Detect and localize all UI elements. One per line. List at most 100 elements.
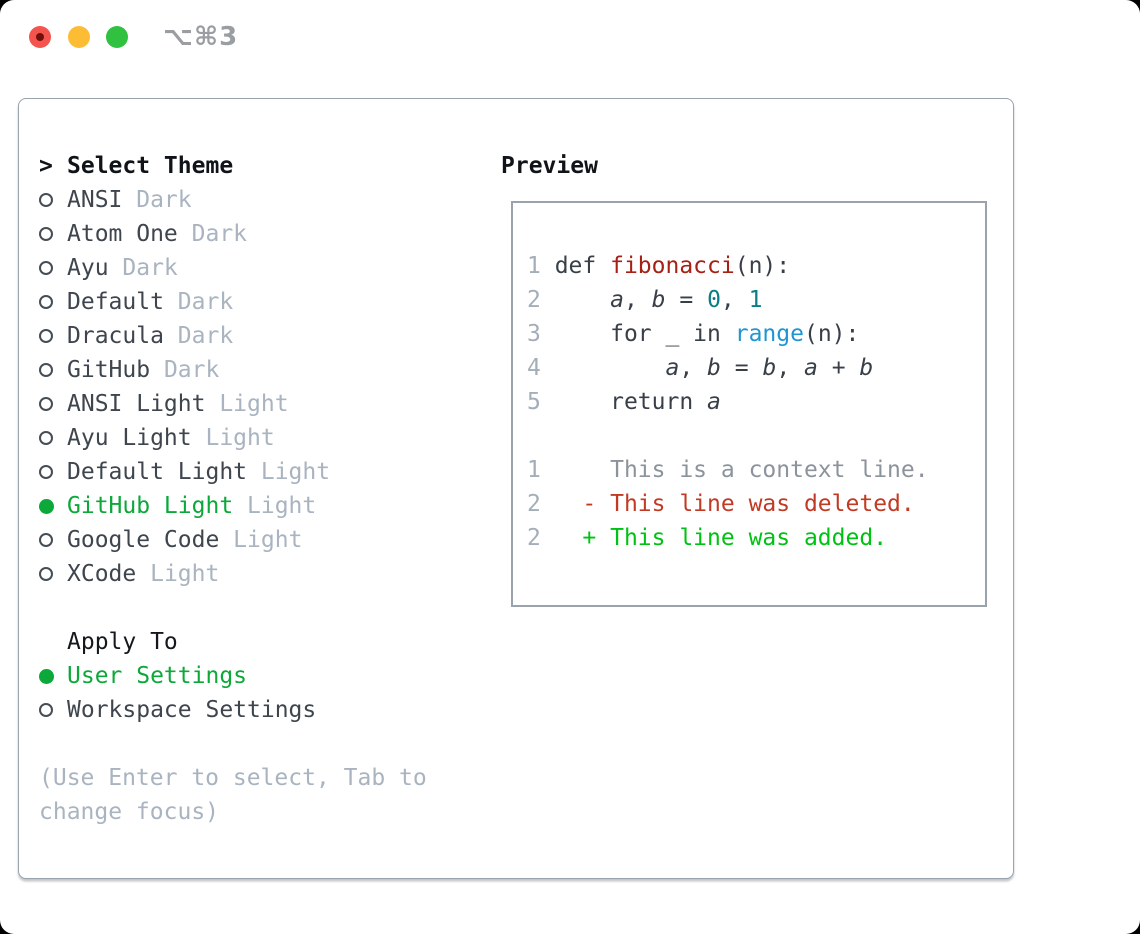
hint-line-2: change focus) (39, 799, 220, 825)
code-segment-num: 0 (707, 287, 721, 313)
code-segment-var: b (859, 355, 874, 381)
radio-unselected-icon (39, 397, 53, 411)
theme-option-dracula[interactable]: Dracula Dark (39, 319, 427, 353)
theme-name: XCode (67, 561, 137, 587)
code-segment-fn: fibonacci (610, 253, 735, 279)
theme-name: Ayu (67, 255, 109, 281)
radio-unselected-icon (39, 193, 53, 207)
code-segment-add: + This line was added. (554, 525, 888, 551)
theme-option-default-light[interactable]: Default Light Light (39, 455, 427, 489)
theme-option-github-light[interactable]: GitHub Light Light (39, 489, 427, 523)
code-segment-var: a (665, 355, 680, 381)
theme-name: GitHub Light (67, 493, 234, 519)
radio-unselected-icon (39, 295, 53, 309)
theme-name: Atom One (67, 221, 178, 247)
code-line: 1 def fibonacci(n): (527, 249, 929, 283)
theme-variant: Light (247, 459, 331, 485)
theme-option-github[interactable]: GitHub Dark (39, 353, 427, 387)
code-line: 1 This is a context line. (527, 453, 929, 487)
theme-name: GitHub (67, 357, 151, 383)
minimize-button[interactable] (68, 26, 90, 48)
unsaved-dot-icon (36, 33, 44, 41)
select-theme-header: >Select Theme (39, 149, 427, 183)
code-line: 2 - This line was deleted. (527, 487, 929, 521)
code-segment-call: range (734, 321, 804, 347)
titlebar: ⌥⌘3 (0, 0, 1140, 74)
line-number: 2 (527, 491, 541, 517)
theme-name: ANSI (67, 187, 123, 213)
code-segment-var: b (762, 355, 777, 381)
radio-unselected-icon (39, 533, 53, 547)
code-segment-code: = (665, 287, 708, 313)
theme-variant: Light (219, 527, 303, 553)
preview-label: Preview (501, 153, 598, 179)
theme-name: Dracula (67, 323, 164, 349)
theme-option-ayu-light[interactable]: Ayu Light Light (39, 421, 427, 455)
code-segment-del: - This line was deleted. (554, 491, 915, 517)
theme-option-ayu[interactable]: Ayu Dark (39, 251, 427, 285)
code-segment-num: 1 (748, 287, 763, 313)
apply-option-user-settings[interactable]: User Settings (39, 659, 427, 693)
theme-name: Ayu Light (67, 425, 192, 451)
code-segment-code: , (776, 355, 805, 381)
code-segment-code: + (817, 355, 860, 381)
code-segment-var: a (610, 287, 624, 313)
window-title: ⌥⌘3 (163, 22, 239, 52)
theme-option-ansi[interactable]: ANSI Dark (39, 183, 427, 217)
code-segment-code: , (720, 287, 749, 313)
theme-option-xcode[interactable]: XCode Light (39, 557, 427, 591)
code-segment-code (555, 287, 610, 313)
code-segment-var: b (707, 355, 721, 381)
code-segment-var: a (804, 355, 818, 381)
theme-option-ansi-light[interactable]: ANSI Light Light (39, 387, 427, 421)
radio-unselected-icon (39, 431, 53, 445)
code-segment-code: , (623, 287, 652, 313)
theme-variant: Dark (122, 187, 192, 213)
apply-to-header: Apply To (39, 625, 427, 659)
theme-variant: Light (205, 391, 289, 417)
theme-option-google-code[interactable]: Google Code Light (39, 523, 427, 557)
theme-name: Default Light (67, 459, 248, 485)
theme-option-atom-one[interactable]: Atom One Dark (39, 217, 427, 251)
close-button[interactable] (29, 26, 51, 48)
line-number: 2 (527, 525, 541, 551)
code-segment-code: = (720, 355, 763, 381)
radio-unselected-icon (39, 703, 53, 717)
code-line: 4 a, b = b, a + b (527, 351, 929, 385)
theme-variant: Light (136, 561, 220, 587)
zoom-button[interactable] (106, 26, 128, 48)
code-line: 5 return a (527, 385, 929, 419)
code-segment-var: b (651, 287, 666, 313)
theme-variant: Dark (163, 323, 234, 349)
radio-unselected-icon (39, 329, 53, 343)
code-line: 2 a, b = 0, 1 (527, 283, 929, 317)
line-number: 1 (527, 457, 541, 483)
code-segment-code: return (554, 389, 708, 415)
theme-variant: Light (191, 425, 275, 451)
apply-option-workspace-settings[interactable]: Workspace Settings (39, 693, 427, 727)
code-segment-code: for _ in (554, 321, 735, 347)
hint-line-1: (Use Enter to select, Tab to (39, 765, 427, 791)
code-segment-var: a (707, 389, 721, 415)
radio-unselected-icon (39, 465, 53, 479)
radio-unselected-icon (39, 567, 53, 581)
apply-to-label: Apply To (67, 629, 178, 655)
theme-name: Google Code (67, 527, 220, 553)
radio-selected-icon (39, 499, 54, 514)
code-segment-code: def (554, 253, 611, 279)
theme-variant: Light (233, 493, 317, 519)
radio-unselected-icon (39, 261, 53, 275)
prompt-icon: > (39, 153, 53, 179)
theme-name: ANSI Light (67, 391, 206, 417)
theme-option-default[interactable]: Default Dark (39, 285, 427, 319)
code-line: 3 for _ in range(n): (527, 317, 929, 351)
apply-option-label: User Settings (67, 663, 248, 689)
code-segment-ctx: This is a context line. (554, 457, 929, 483)
theme-variant: Dark (163, 289, 234, 315)
